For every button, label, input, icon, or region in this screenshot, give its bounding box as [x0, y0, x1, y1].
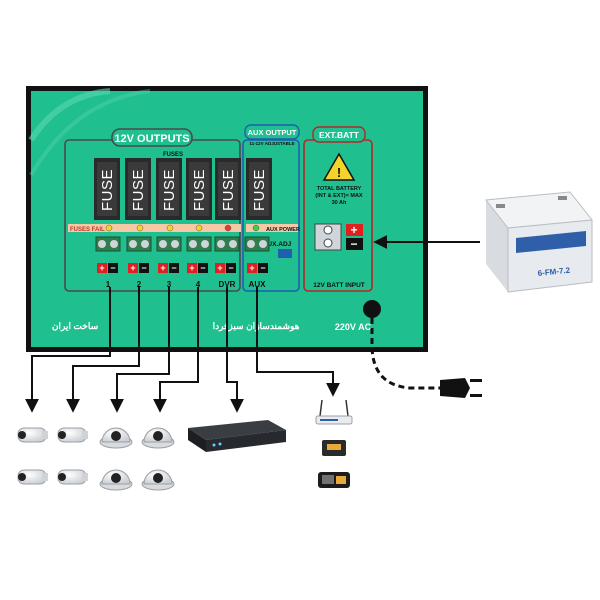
led-red-icon [224, 224, 232, 232]
led-yellow-icon [166, 224, 174, 232]
svg-text:−: − [110, 263, 115, 273]
output-terminals [95, 236, 240, 252]
aux-adjust-knob-icon [278, 249, 292, 258]
terminal-block-3 [156, 236, 182, 252]
battery-terminal-block [314, 223, 342, 251]
bullet-camera-icon [57, 427, 88, 443]
aux-label: AUX [249, 280, 267, 289]
fuse-row: FUSE FUSE FUSE FUSE FUSE [94, 158, 241, 220]
svg-text:+: + [350, 223, 357, 237]
svg-text:−: − [171, 263, 176, 273]
terminal-block-dvr [214, 236, 240, 252]
svg-text:!: ! [337, 165, 341, 180]
svg-text:FUSE: FUSE [161, 169, 178, 211]
dvr-icon [188, 420, 286, 452]
output-wires [25, 287, 340, 413]
outputs-title-box [111, 128, 193, 147]
ac-label: 220V AC [335, 322, 372, 332]
terminal-block-aux [244, 236, 270, 252]
ac-inlet-icon [363, 300, 381, 318]
fuses-fail-label: FUSES FAIL [70, 227, 105, 233]
svg-text:FUSE: FUSE [220, 169, 237, 211]
dome-camera-icon [99, 469, 133, 491]
fuse-1: FUSE [94, 158, 120, 220]
led-green-icon [252, 224, 260, 232]
terminal-block-4 [186, 236, 212, 252]
led-yellow-icon [136, 224, 144, 232]
aux-title-box [244, 124, 300, 140]
ext-batt-title-box [312, 126, 366, 143]
fuse-4: FUSE [186, 158, 212, 220]
battery-plus-marker [346, 224, 363, 236]
ac-cable [370, 318, 482, 398]
svg-text:−: − [260, 263, 265, 273]
dome-camera-icon [141, 469, 175, 491]
dvr-label: DVR [219, 280, 236, 289]
decorative-arc [29, 89, 151, 177]
svg-text:FUSE: FUSE [130, 169, 147, 211]
battery-note-3: 30 Ah [332, 200, 347, 206]
aux-subtitle: 11-12V ADJUSTABLE [249, 141, 294, 146]
svg-text:+: + [217, 263, 222, 273]
bullet-camera-icon [57, 469, 88, 485]
power-plug-icon [440, 378, 470, 398]
fuses-fail-bar [68, 224, 241, 232]
output-number-1: 1 [106, 280, 111, 289]
svg-text:+: + [249, 263, 254, 273]
fuse-aux: FUSE [246, 158, 272, 220]
aux-title: AUX OUTPUT [248, 128, 297, 137]
bullet-camera-icon [17, 469, 48, 485]
battery-note-2: (INT & EXT)= MAX [315, 193, 363, 199]
svg-text:+: + [99, 263, 104, 273]
made-in-text: ساخت ایران [52, 321, 98, 332]
svg-text:−: − [141, 263, 146, 273]
attendance-device-icon [318, 472, 350, 488]
output-number-3: 3 [167, 280, 172, 289]
outputs-title: 12V OUTPUTS [114, 133, 189, 145]
ext-batt-title: EXT.BATT [319, 130, 360, 140]
aux-adj-label: AUX.ADJ [263, 241, 292, 248]
svg-text:−: − [350, 237, 357, 251]
dome-camera-icon [99, 427, 133, 449]
router-icon [315, 399, 353, 425]
fuse-3: FUSE [156, 158, 182, 220]
svg-text:−: − [200, 263, 205, 273]
fuse-2: FUSE [125, 158, 151, 220]
battery-note-1: TOTAL BATTERY [317, 186, 362, 192]
terminal-block-2 [126, 236, 152, 252]
aux-section-border [242, 139, 300, 292]
svg-text:FUSE: FUSE [251, 169, 268, 211]
aux-power-bar [246, 224, 298, 232]
led-yellow-icon [105, 224, 113, 232]
svg-text:−: − [228, 263, 233, 273]
battery-minus-marker [346, 238, 363, 250]
fuse-5: FUSE [215, 158, 241, 220]
output-number-2: 2 [137, 280, 142, 289]
svg-text:+: + [189, 263, 194, 273]
external-battery: 6-FM-7.2 [485, 191, 593, 293]
decorative-arc [28, 88, 111, 142]
output-number-4: 4 [196, 280, 201, 289]
fuses-label: FUSES [163, 152, 183, 158]
aux-power-label: AUX POWER [266, 227, 300, 233]
dome-camera-icon [141, 427, 175, 449]
battery-model-label: 6-FM-7.2 [537, 266, 571, 278]
svg-text:+: + [130, 263, 135, 273]
warning-icon [322, 152, 356, 181]
batt-input-label: 12V BATT INPUT [313, 282, 365, 289]
led-yellow-icon [195, 224, 203, 232]
svg-text:FUSE: FUSE [191, 169, 208, 211]
svg-text:+: + [160, 263, 165, 273]
card-reader-icon [322, 440, 346, 456]
bullet-camera-icon [17, 427, 48, 443]
polarity-markers: + − + − + − + − + − [97, 263, 236, 273]
svg-text:FUSE: FUSE [99, 169, 116, 211]
terminal-block-1 [95, 236, 121, 252]
